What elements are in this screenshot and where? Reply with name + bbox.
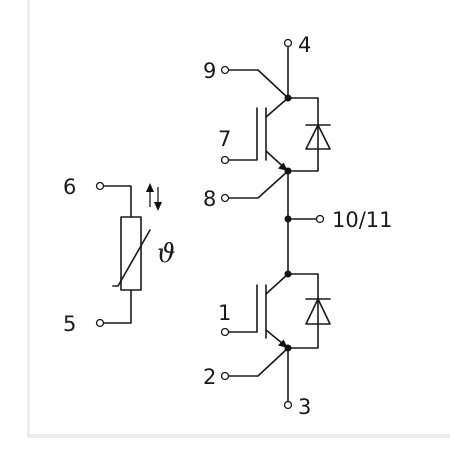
terminal-3-label: 3 [298,395,311,419]
terminal-7-label: 7 [218,127,231,151]
lower-kelvin-emitter-lead [228,347,289,377]
lower-gate-lead [228,284,258,333]
upper-diode-triangle [305,124,331,150]
terminal-10-11-pin [315,214,325,224]
thermistor-lead-6 [103,185,132,218]
terminal-6-label: 6 [63,175,76,199]
thermistor-lead-5 [103,289,132,324]
terminal-4-pin [283,38,293,48]
terminal-2-label: 2 [203,365,216,389]
upper-collector-diagonal [265,97,289,118]
upper-collector-lead [228,69,289,99]
thermistor-arrows-icon [146,183,162,211]
lower-collector-diagonal [265,273,289,295]
upper-kelvin-emitter-lead [228,170,289,199]
terminal-9-pin [220,65,230,75]
terminal-8-label: 8 [203,187,216,211]
frame-edge-left [27,0,30,438]
upper-diode-frame [287,97,319,172]
terminal-6-pin [95,181,105,191]
lower-igbt-with-diode [228,270,331,377]
terminal-5-pin [95,318,105,328]
terminal-3-pin [283,400,293,410]
terminal-4-label: 4 [298,33,311,57]
terminal-8-pin [220,193,230,203]
terminal-9-label: 9 [203,59,216,83]
frame-edge-bottom [27,434,450,438]
thermistor-slash [112,229,151,287]
midpoint-node [284,215,292,223]
upper-gate-lead [228,107,258,161]
terminal-1-pin [220,327,230,337]
upper-igbt-with-diode [228,69,331,199]
main-bus [284,46,317,402]
terminal-10-11-label: 10/11 [332,208,393,232]
terminal-2-pin [220,371,230,381]
terminal-7-pin [220,155,230,165]
thermistor: ϑ [103,183,176,324]
terminal-1-label: 1 [218,301,231,325]
lower-diode-triangle [305,298,331,325]
thermistor-theta-symbol: ϑ [157,239,176,269]
terminal-5-label: 5 [63,312,76,336]
lower-diode-frame [287,273,319,349]
thermistor-body [120,216,142,291]
